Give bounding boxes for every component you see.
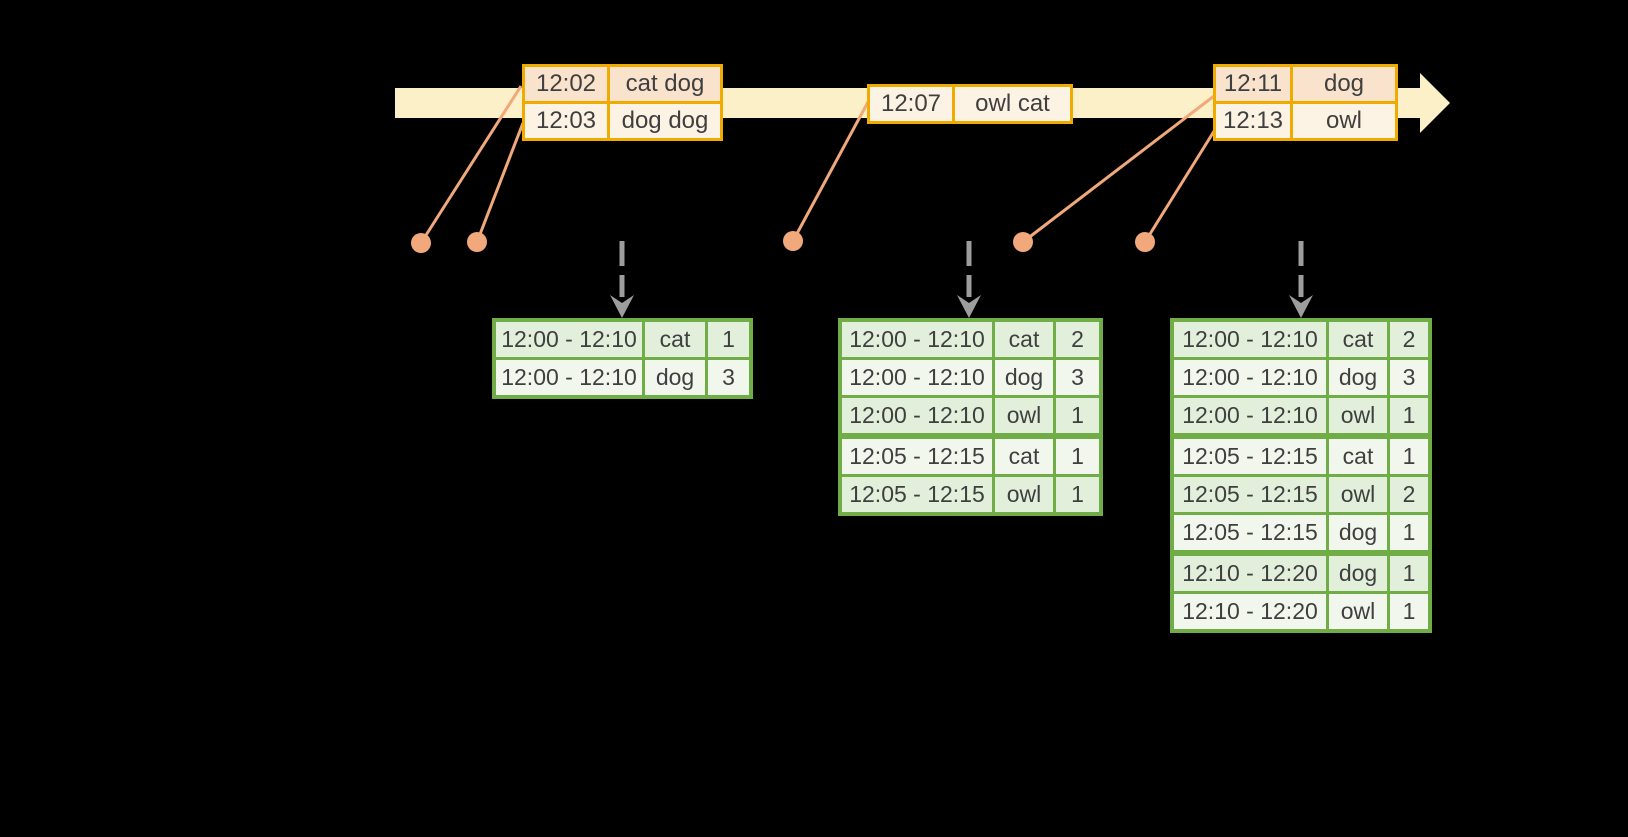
table-row: 12:00 - 12:10 cat 2 bbox=[842, 322, 1099, 357]
connector-line bbox=[1022, 94, 1215, 244]
result-table-2: 12:00 - 12:10 cat 2 12:00 - 12:10 dog 3 … bbox=[838, 318, 1103, 516]
event-time: 12:02 bbox=[525, 67, 607, 101]
connector-line bbox=[419, 85, 523, 244]
window-cell: 12:10 - 12:20 bbox=[1174, 594, 1326, 629]
event-words: cat dog bbox=[610, 67, 720, 101]
window-cell: 12:05 - 12:15 bbox=[842, 439, 992, 474]
table-row: 12:00 - 12:10 owl 1 bbox=[842, 398, 1099, 433]
window-cell: 12:00 - 12:10 bbox=[842, 360, 992, 395]
count-cell: 1 bbox=[1056, 398, 1099, 433]
table-row: 12:05 - 12:15 dog 1 bbox=[1174, 515, 1428, 550]
window-cell: 12:05 - 12:15 bbox=[842, 477, 992, 512]
word-cell: owl bbox=[1329, 477, 1387, 512]
count-cell: 3 bbox=[1056, 360, 1099, 395]
word-cell: dog bbox=[1329, 556, 1387, 591]
count-cell: 1 bbox=[1390, 556, 1428, 591]
trigger-arrow-head-icon bbox=[1289, 295, 1313, 318]
event-time: 12:07 bbox=[870, 87, 952, 121]
event-time: 12:13 bbox=[1216, 104, 1290, 138]
word-cell: cat bbox=[995, 322, 1053, 357]
result-table-1: 12:00 - 12:10 cat 1 12:00 - 12:10 dog 3 bbox=[492, 318, 753, 399]
table-row: 12:10 - 12:20 dog 1 bbox=[1174, 556, 1428, 591]
table-row: 12:00 - 12:10 dog 3 bbox=[496, 360, 749, 395]
word-cell: owl bbox=[1329, 398, 1387, 433]
table-row: 12:00 - 12:10 owl 1 bbox=[1174, 398, 1428, 433]
window-cell: 12:00 - 12:10 bbox=[1174, 322, 1326, 357]
table-row: 12:05 - 12:15 cat 1 bbox=[842, 439, 1099, 474]
table-row: 12:10 - 12:20 owl 1 bbox=[1174, 594, 1428, 629]
word-cell: dog bbox=[1329, 515, 1387, 550]
count-cell: 1 bbox=[1390, 398, 1428, 433]
timeline-arrowhead-icon bbox=[1420, 73, 1450, 133]
count-cell: 3 bbox=[1390, 360, 1428, 395]
event-words: dog bbox=[1293, 67, 1395, 101]
count-cell: 1 bbox=[1390, 515, 1428, 550]
window-cell: 12:00 - 12:10 bbox=[1174, 360, 1326, 395]
connector-line bbox=[475, 122, 525, 243]
event-dot-icon bbox=[467, 232, 487, 252]
table-row: 12:00 - 12:10 dog 3 bbox=[1174, 360, 1428, 395]
event-dot-icon bbox=[1135, 232, 1155, 252]
connector-line bbox=[791, 101, 870, 242]
count-cell: 1 bbox=[1390, 594, 1428, 629]
window-cell: 12:00 - 12:10 bbox=[496, 322, 642, 357]
table-row: 12:05 - 12:15 owl 2 bbox=[1174, 477, 1428, 512]
word-cell: cat bbox=[645, 322, 705, 357]
event-box-1202: 12:02 cat dog 12:03 dog dog bbox=[522, 64, 723, 141]
trigger-arrow-head-icon bbox=[610, 295, 634, 318]
event-dot-icon bbox=[411, 233, 431, 253]
table-row: 12:00 - 12:10 dog 3 bbox=[842, 360, 1099, 395]
trigger-arrow-head-icon bbox=[957, 295, 981, 318]
connector-line bbox=[1143, 127, 1218, 243]
count-cell: 1 bbox=[1056, 439, 1099, 474]
count-cell: 1 bbox=[1390, 439, 1428, 474]
table-row: 12:00 - 12:10 cat 2 bbox=[1174, 322, 1428, 357]
word-cell: owl bbox=[995, 398, 1053, 433]
window-cell: 12:00 - 12:10 bbox=[842, 398, 992, 433]
word-cell: owl bbox=[1329, 594, 1387, 629]
result-table-3: 12:00 - 12:10 cat 2 12:00 - 12:10 dog 3 … bbox=[1170, 318, 1432, 633]
window-cell: 12:05 - 12:15 bbox=[1174, 439, 1326, 474]
count-cell: 1 bbox=[1056, 477, 1099, 512]
event-dot-icon bbox=[1013, 232, 1033, 252]
window-cell: 12:00 - 12:10 bbox=[1174, 398, 1326, 433]
table-row: 12:00 - 12:10 cat 1 bbox=[496, 322, 749, 357]
event-time: 12:11 bbox=[1216, 67, 1290, 101]
word-cell: dog bbox=[1329, 360, 1387, 395]
event-box-1207: 12:07 owl cat bbox=[867, 84, 1073, 124]
count-cell: 3 bbox=[708, 360, 749, 395]
event-words: dog dog bbox=[610, 104, 720, 138]
window-cell: 12:10 - 12:20 bbox=[1174, 556, 1326, 591]
word-cell: cat bbox=[995, 439, 1053, 474]
event-time: 12:03 bbox=[525, 104, 607, 138]
word-cell: cat bbox=[1329, 322, 1387, 357]
word-cell: dog bbox=[995, 360, 1053, 395]
window-cell: 12:00 - 12:10 bbox=[496, 360, 642, 395]
window-cell: 12:05 - 12:15 bbox=[1174, 477, 1326, 512]
table-row: 12:05 - 12:15 owl 1 bbox=[842, 477, 1099, 512]
event-box-1211: 12:11 dog 12:13 owl bbox=[1213, 64, 1398, 141]
count-cell: 2 bbox=[1390, 477, 1428, 512]
count-cell: 1 bbox=[708, 322, 749, 357]
event-words: owl cat bbox=[955, 87, 1070, 121]
word-cell: cat bbox=[1329, 439, 1387, 474]
count-cell: 2 bbox=[1390, 322, 1428, 357]
window-cell: 12:05 - 12:15 bbox=[1174, 515, 1326, 550]
table-row: 12:05 - 12:15 cat 1 bbox=[1174, 439, 1428, 474]
event-words: owl bbox=[1293, 104, 1395, 138]
event-dot-icon bbox=[783, 231, 803, 251]
word-cell: owl bbox=[995, 477, 1053, 512]
count-cell: 2 bbox=[1056, 322, 1099, 357]
window-cell: 12:00 - 12:10 bbox=[842, 322, 992, 357]
word-cell: dog bbox=[645, 360, 705, 395]
